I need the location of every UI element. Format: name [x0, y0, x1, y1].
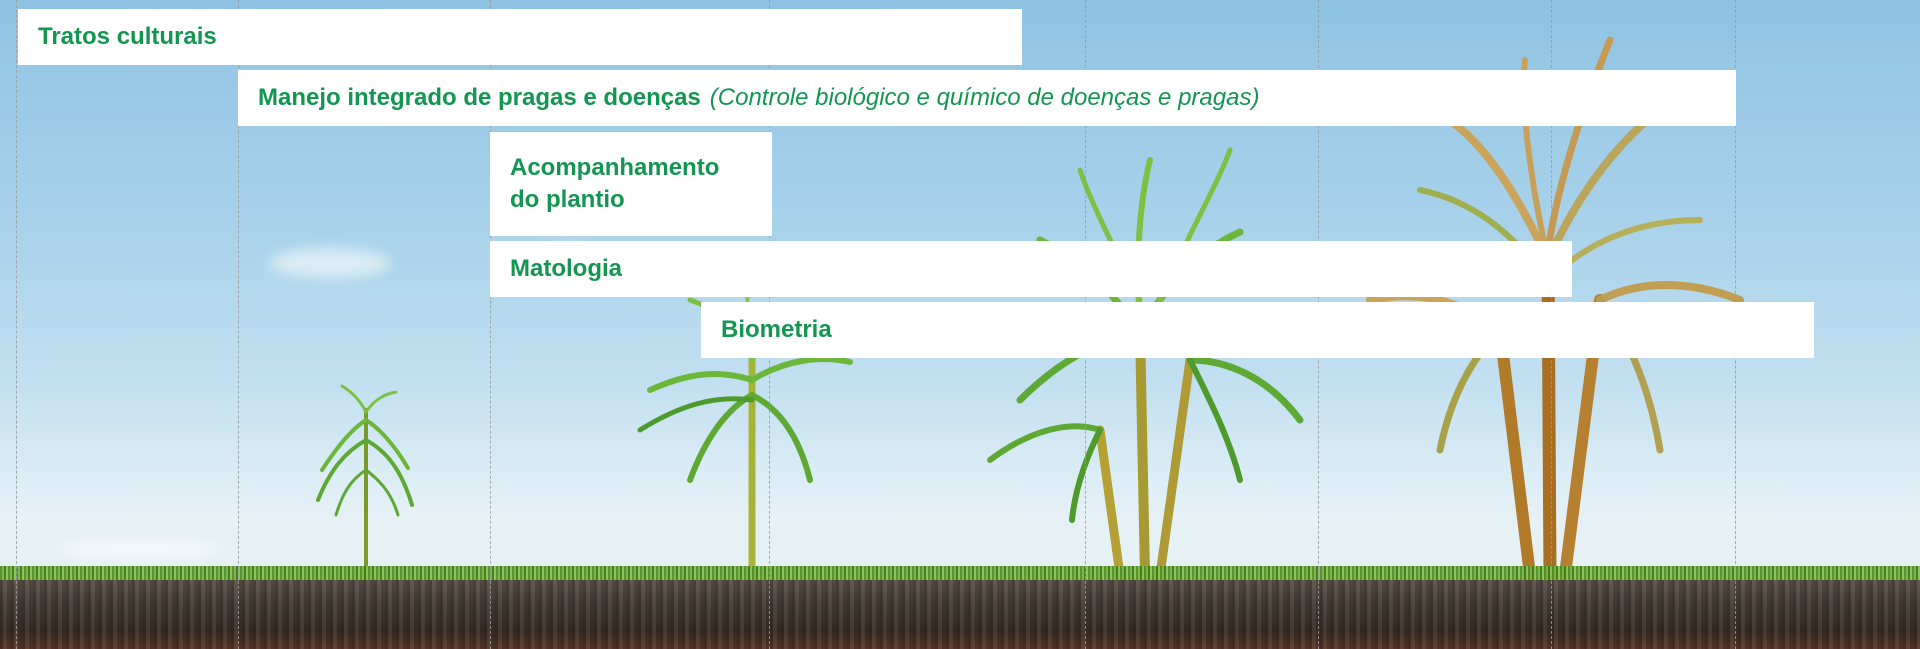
bar-label: Tratos culturais	[38, 23, 217, 50]
sugarcane-seedling	[316, 384, 414, 580]
bar-label: Manejo integrado de pragas e doenças	[258, 84, 701, 111]
bar-biometria: Biometria	[701, 302, 1814, 358]
bar-note: (Controle biológico e químico de doenças…	[709, 84, 1260, 111]
stage-divider-line	[490, 0, 491, 649]
bar-acompanhamento-plantio: Acompanhamento do plantio	[490, 132, 772, 236]
bar-label-line1: Acompanhamento	[510, 154, 720, 181]
grass-strip	[0, 566, 1920, 584]
stage-divider-line	[16, 0, 17, 649]
stage-divider-line	[238, 0, 239, 649]
cloud	[270, 248, 390, 278]
bar-matologia: Matologia	[490, 241, 1572, 297]
bar-label-line2: do plantio	[510, 186, 625, 213]
bar-manejo-integrado: Manejo integrado de pragas e doenças (Co…	[238, 70, 1736, 126]
bar-tratos-culturais: Tratos culturais	[18, 9, 1022, 65]
bar-label: Matologia	[510, 255, 622, 282]
cloud	[60, 540, 220, 558]
soil-strip	[0, 580, 1920, 649]
sugarcane-mature-green	[987, 147, 1304, 580]
bar-label: Biometria	[721, 316, 832, 343]
